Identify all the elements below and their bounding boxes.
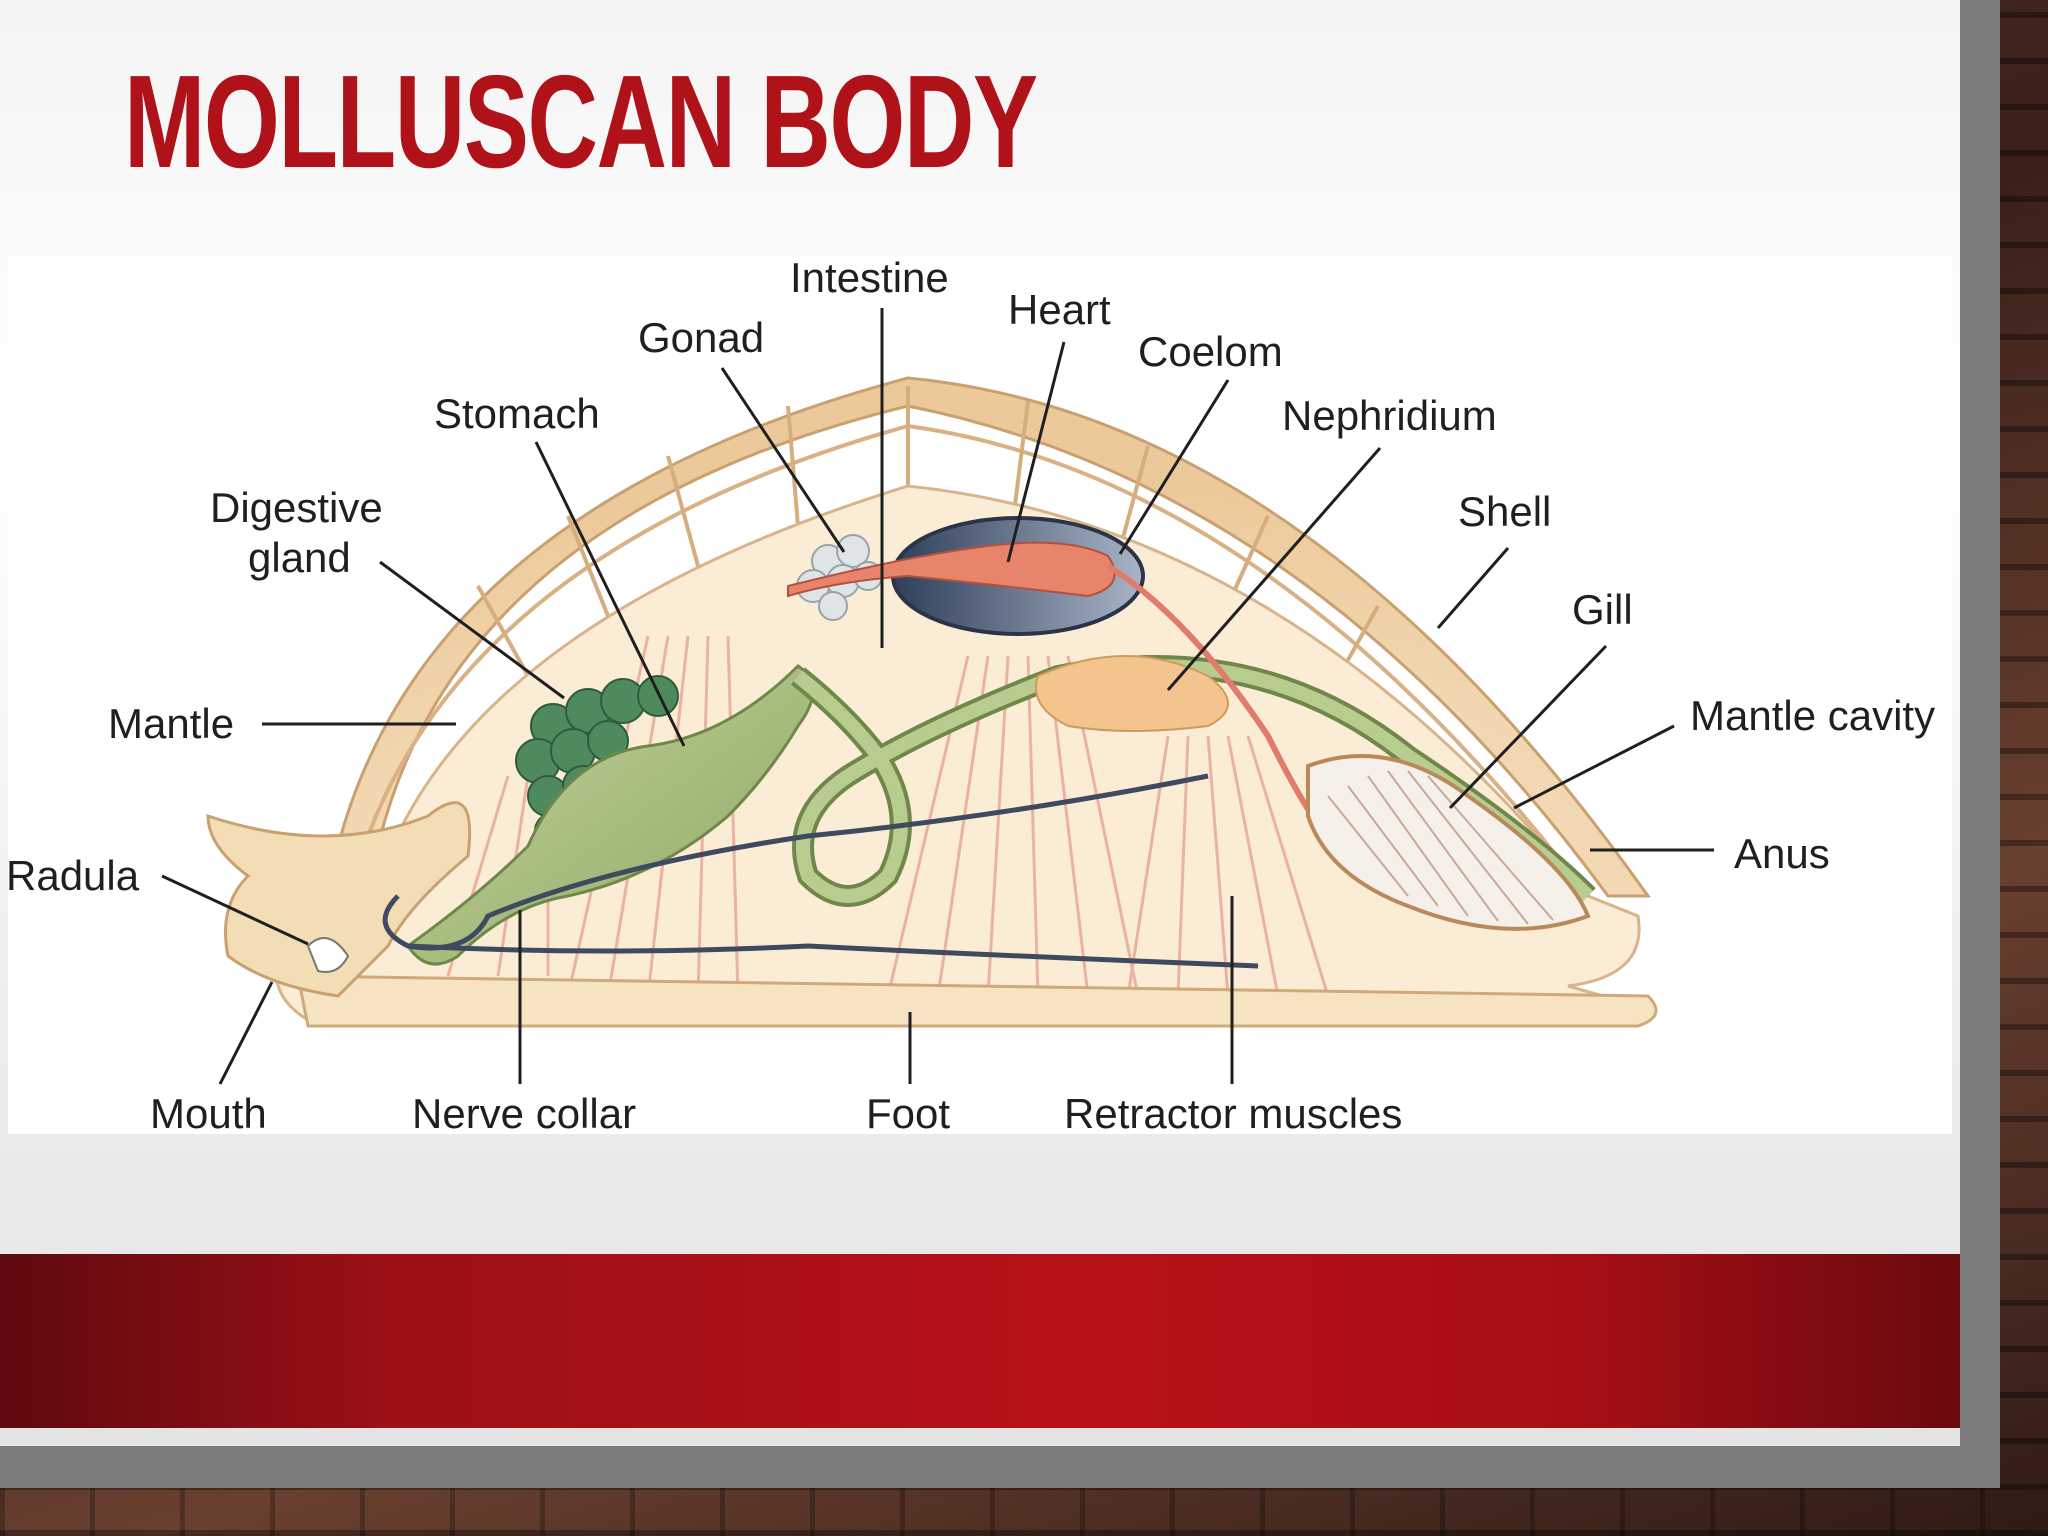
label-intestine: Intestine — [790, 256, 949, 301]
label-gonad: Gonad — [638, 314, 764, 361]
nerve-cord-shape — [382, 773, 1259, 969]
label-coelom: Coelom — [1138, 328, 1283, 375]
label-digestive-gland-line1: Digestive — [210, 484, 383, 531]
label-radula: Radula — [8, 852, 140, 899]
label-stomach: Stomach — [434, 390, 600, 437]
label-foot: Foot — [866, 1090, 950, 1134]
mollusc-diagram-panel: Intestine Heart Gonad Coelom Stomach Nep… — [8, 256, 1952, 1134]
digestive-gland-shape — [515, 675, 679, 850]
label-gill: Gill — [1572, 586, 1633, 633]
gill-shape — [1306, 754, 1591, 931]
label-nerve-collar: Nerve collar — [412, 1090, 636, 1134]
head-shape — [206, 801, 472, 998]
bottom-red-band — [0, 1254, 1960, 1428]
label-anus: Anus — [1734, 830, 1830, 877]
label-heart: Heart — [1008, 286, 1111, 333]
label-nephridium: Nephridium — [1282, 392, 1497, 439]
heart-shape — [787, 541, 1116, 598]
label-retractor-muscles: Retractor muscles — [1064, 1090, 1402, 1134]
slide-title: MOLLUSCAN BODY — [124, 48, 1038, 195]
label-mouth: Mouth — [150, 1090, 267, 1134]
stomach-shape — [405, 664, 815, 966]
leader-lines — [161, 308, 1714, 1085]
label-mantle-cavity: Mantle cavity — [1690, 692, 1935, 739]
mollusc-anatomy-diagram: Intestine Heart Gonad Coelom Stomach Nep… — [8, 256, 1935, 1134]
foot-shape — [296, 974, 1658, 1028]
label-digestive-gland-line2: gland — [248, 534, 351, 581]
label-mantle: Mantle — [108, 700, 234, 747]
slide: MOLLUSCAN BODY — [0, 0, 1960, 1446]
radula-shape — [306, 937, 350, 973]
shell-shape — [336, 376, 1651, 898]
label-shell: Shell — [1458, 488, 1551, 535]
intestine-shape — [791, 655, 1596, 907]
